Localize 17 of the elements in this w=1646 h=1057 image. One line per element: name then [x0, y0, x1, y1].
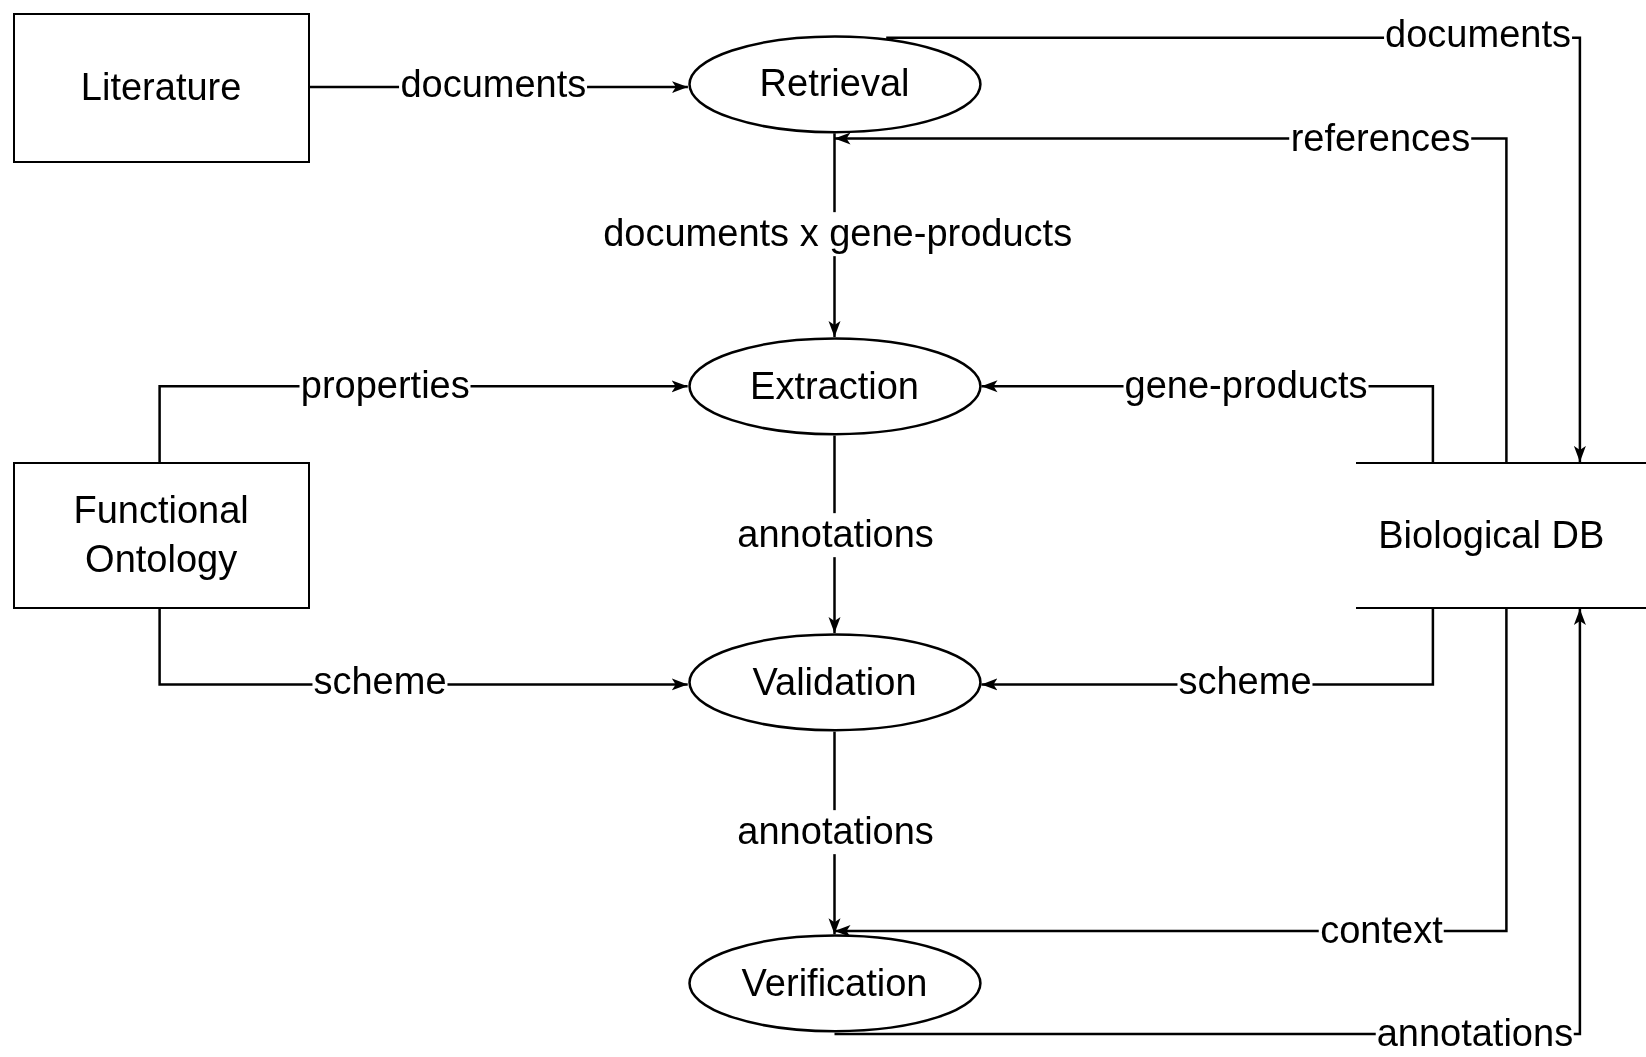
process-ellipse	[687, 34, 982, 134]
edge-label: annotations	[736, 513, 935, 558]
data-store	[1356, 461, 1646, 609]
process-ellipse	[687, 934, 982, 1033]
edge-label: annotations	[736, 810, 935, 855]
node-label: Functional Ontology	[72, 487, 250, 583]
node-label: Verification	[741, 960, 928, 1006]
process-box	[12, 461, 310, 609]
node-label: Validation	[752, 659, 917, 705]
node-label: Retrieval	[759, 61, 910, 107]
node-label: Literature	[80, 64, 242, 110]
process-ellipse	[687, 336, 982, 436]
node-label: Biological DB	[1378, 512, 1605, 558]
edge-label: documents x gene-products	[602, 212, 1074, 256]
node-label: Extraction	[750, 363, 919, 409]
process-ellipse	[687, 633, 982, 732]
process-box	[12, 12, 310, 163]
